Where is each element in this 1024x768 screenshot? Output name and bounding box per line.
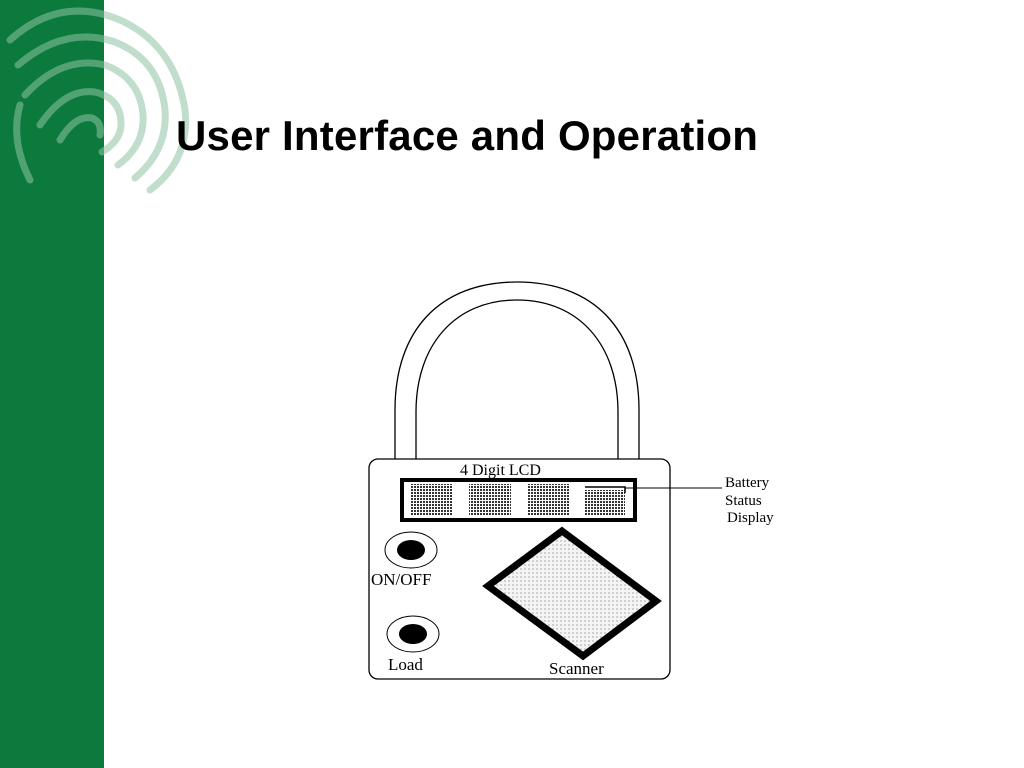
fingerprint-scanner[interactable]: [482, 526, 662, 661]
slide-title: User Interface and Operation: [176, 112, 759, 159]
padlock-shackle: [394, 281, 640, 459]
battery-label-line-1: Battery: [725, 475, 770, 491]
battery-label-line-3: Display: [727, 510, 774, 526]
fingerprint-watermark-icon: [6, 7, 190, 194]
lcd-label: 4 Digit LCD: [460, 462, 541, 479]
on-off-label: ON/OFF: [371, 570, 431, 589]
battery-label-line-2: Status: [725, 493, 762, 509]
on-off-button[interactable]: [384, 531, 438, 569]
lcd-digit-1: [411, 484, 453, 516]
load-button[interactable]: [386, 615, 440, 653]
scanner-label: Scanner: [549, 659, 604, 678]
lcd-digit-3: [527, 484, 569, 516]
lcd-digit-2: [469, 484, 511, 516]
lcd-digit-4: [585, 490, 625, 516]
load-label: Load: [388, 655, 423, 674]
battery-indicator: [585, 486, 626, 493]
